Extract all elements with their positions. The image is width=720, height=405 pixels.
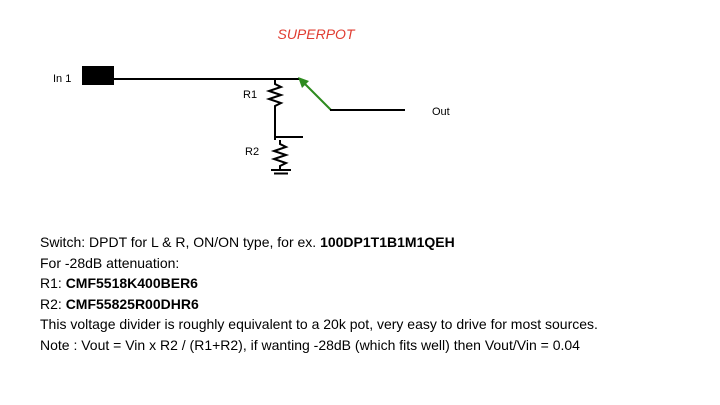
r1-note: R1: CMF5518K400BER6 — [40, 273, 710, 294]
diagram-title: SUPERPOT — [277, 26, 355, 42]
switch-note: Switch: DPDT for L & R, ON/ON type, for … — [40, 232, 710, 253]
input-jack — [82, 66, 114, 85]
formula-note: Note : Vout = Vin x R2 / (R1+R2), if wan… — [40, 336, 580, 353]
r2-note-text: R2: — [40, 295, 66, 312]
switch-note-text: Switch: DPDT for L & R, ON/ON type, for … — [40, 234, 321, 250]
notes-block: Switch: DPDT for L & R, ON/ON type, for … — [40, 232, 710, 355]
r2-label: R2 — [245, 146, 260, 158]
switch-arrowhead — [298, 77, 309, 88]
r2-part-number: CMF55825R00DHR6 — [65, 295, 199, 312]
r1-resistor — [265, 79, 285, 114]
equivalence-note: This voltage divider is roughly equivale… — [40, 316, 598, 332]
output-label: Out — [432, 106, 450, 118]
r2-resistor — [270, 140, 290, 170]
input-label: In 1 — [53, 73, 72, 85]
r2-note: R2: CMF55825R00DHR6 — [40, 294, 710, 315]
r1-part-number: CMF5518K400BER6 — [65, 275, 198, 291]
switch-part-number: 100DP1T1B1M1QEH — [320, 234, 455, 250]
switch-arm — [302, 81, 332, 111]
attenuation-note: For -28dB attenuation: — [40, 254, 180, 271]
r1-note-text: R1: — [40, 275, 66, 291]
r1-label: R1 — [243, 89, 258, 101]
circuit-schematic — [82, 66, 405, 175]
